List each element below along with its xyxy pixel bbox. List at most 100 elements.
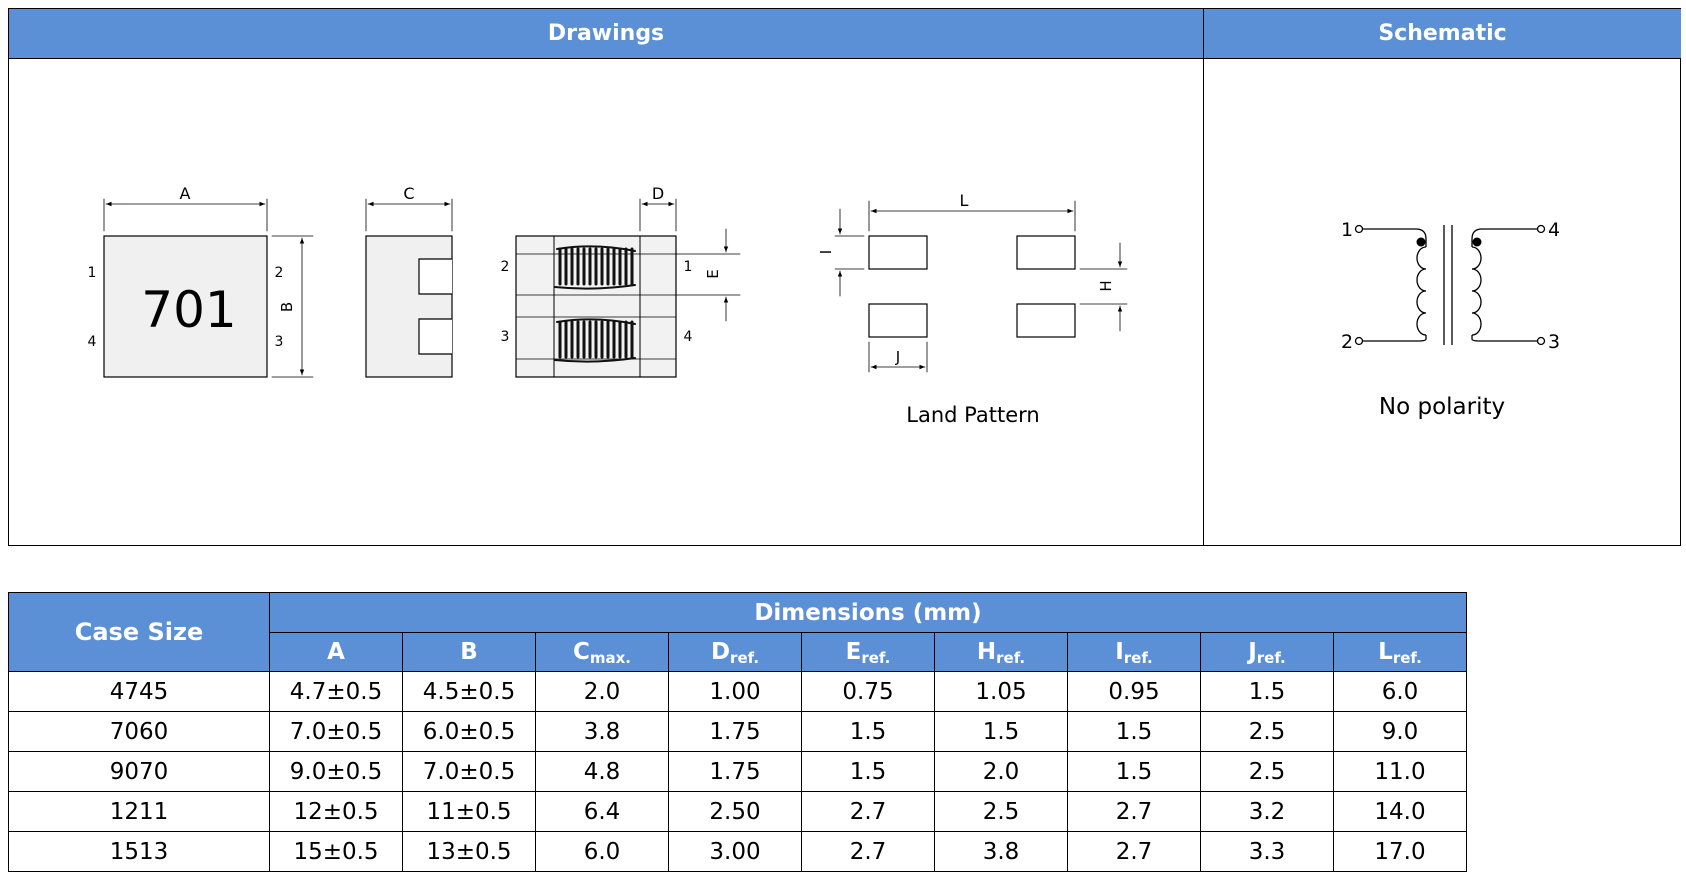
case-size-cell: 1211 — [8, 791, 270, 832]
dimension-cell: 1.75 — [668, 711, 802, 752]
dim-d-label: D — [652, 184, 664, 203]
column-header-subscript: max. — [589, 649, 632, 667]
column-header-main: A — [327, 639, 345, 665]
dim-e-label: E — [704, 269, 722, 278]
internal-pin-3-label: 3 — [501, 329, 510, 345]
internal-pin-1-label: 1 — [684, 259, 693, 275]
dimension-cell: 15±0.5 — [269, 831, 403, 872]
dim-j-label: J — [895, 348, 900, 366]
column-header-main: I — [1115, 639, 1124, 665]
case-size-cell: 7060 — [8, 711, 270, 752]
dimension-cell: 6.0 — [535, 831, 669, 872]
case-size-header: Case Size — [8, 592, 270, 672]
dim-b-label: B — [278, 302, 296, 312]
dimension-cell: 2.5 — [1200, 751, 1334, 792]
column-header-j: Jref. — [1200, 632, 1334, 672]
secondary-winding — [1471, 246, 1482, 336]
drawings-header: Drawings — [9, 9, 1204, 59]
dimension-cell: 9.0±0.5 — [269, 751, 403, 792]
dim-c-label: C — [403, 184, 414, 203]
side-view: C — [365, 184, 453, 378]
dimension-cell: 4.7±0.5 — [269, 671, 403, 712]
dimension-cell: 1.5 — [1200, 671, 1334, 712]
internal-pin-2-label: 2 — [501, 259, 510, 275]
column-header-a: A — [269, 632, 403, 672]
dimension-cell: 9.0 — [1333, 711, 1467, 752]
pin-2-label: 2 — [275, 265, 284, 281]
column-header-main: E — [845, 639, 862, 665]
dimension-cell: 3.3 — [1200, 831, 1334, 872]
dimension-cell: 6.0 — [1333, 671, 1467, 712]
dimension-cell: 2.7 — [1067, 791, 1201, 832]
primary-winding — [1416, 246, 1427, 336]
dimension-cell: 11±0.5 — [402, 791, 536, 832]
dimension-cell: 1.5 — [934, 711, 1068, 752]
column-header-main: H — [976, 639, 997, 665]
column-header-i: Iref. — [1067, 632, 1201, 672]
schematic-caption: No polarity — [1379, 394, 1505, 420]
pin-1-label: 1 — [88, 265, 97, 281]
lower-coil — [554, 318, 636, 363]
column-header-e: Eref. — [801, 632, 935, 672]
dimension-cell: 2.5 — [934, 791, 1068, 832]
dimension-cell: 2.0 — [934, 751, 1068, 792]
dimension-cell: 2.0 — [535, 671, 669, 712]
dimension-cell: 1.05 — [934, 671, 1068, 712]
case-size-cell: 1513 — [8, 831, 270, 872]
dimension-cell: 7.0±0.5 — [402, 751, 536, 792]
dimension-cell: 2.7 — [1067, 831, 1201, 872]
dimension-cell: 1.5 — [1067, 751, 1201, 792]
land-pattern-caption: Land Pattern — [906, 403, 1039, 427]
dimension-cell: 13±0.5 — [402, 831, 536, 872]
schematic-diagram: 1 4 2 3 No polarity — [1341, 219, 1560, 420]
dimension-cell: 2.7 — [801, 831, 935, 872]
dimension-cell: 3.00 — [668, 831, 802, 872]
column-header-subscript: ref. — [1392, 649, 1422, 667]
dimension-cell: 1.5 — [801, 751, 935, 792]
dimension-cell: 2.5 — [1200, 711, 1334, 752]
dimension-cell: 17.0 — [1333, 831, 1467, 872]
dimension-cell: 1.5 — [801, 711, 935, 752]
column-header-main: B — [460, 639, 478, 665]
pin-4-label: 4 — [88, 334, 97, 350]
internal-pin-4-label: 4 — [684, 329, 693, 345]
column-header-main: C — [572, 639, 590, 665]
dim-h-label: H — [1097, 280, 1115, 291]
column-header-subscript: ref. — [1256, 649, 1286, 667]
dimension-cell: 1.00 — [668, 671, 802, 712]
dim-l-label: L — [960, 191, 969, 210]
top-view: A B 701 1 2 4 3 — [88, 184, 314, 378]
column-header-c: Cmax. — [535, 632, 669, 672]
dimension-cell: 6.0±0.5 — [402, 711, 536, 752]
secondary-dot — [1472, 237, 1482, 247]
mechanical-drawing: A B 701 1 2 4 3 C — [88, 184, 1128, 427]
dimension-cell: 4.8 — [535, 751, 669, 792]
dimension-cell: 11.0 — [1333, 751, 1467, 792]
dim-a-label: A — [180, 184, 191, 203]
marking-text: 701 — [141, 281, 236, 339]
column-header-b: B — [402, 632, 536, 672]
dimensions-header: Dimensions (mm) — [269, 592, 1467, 633]
dimension-cell: 6.4 — [535, 791, 669, 832]
dimension-cell: 4.5±0.5 — [402, 671, 536, 712]
dimension-cell: 2.7 — [801, 791, 935, 832]
dimension-cell: 7.0±0.5 — [269, 711, 403, 752]
dimension-cell: 0.95 — [1067, 671, 1201, 712]
schematic-pin-4-label: 4 — [1548, 219, 1560, 241]
dimension-cell: 1.5 — [1067, 711, 1201, 752]
schematic-header: Schematic — [1204, 9, 1681, 59]
dimension-cell: 3.8 — [535, 711, 669, 752]
internal-view: D E 2 1 3 4 — [501, 184, 741, 378]
case-size-cell: 9070 — [8, 751, 270, 792]
dimension-cell: 0.75 — [801, 671, 935, 712]
dimension-cell: 2.50 — [668, 791, 802, 832]
pin-3-label: 3 — [275, 334, 284, 350]
column-header-l: Lref. — [1333, 632, 1467, 672]
schematic-pin-1-label: 1 — [1341, 219, 1353, 241]
panel-divider — [1203, 58, 1204, 546]
